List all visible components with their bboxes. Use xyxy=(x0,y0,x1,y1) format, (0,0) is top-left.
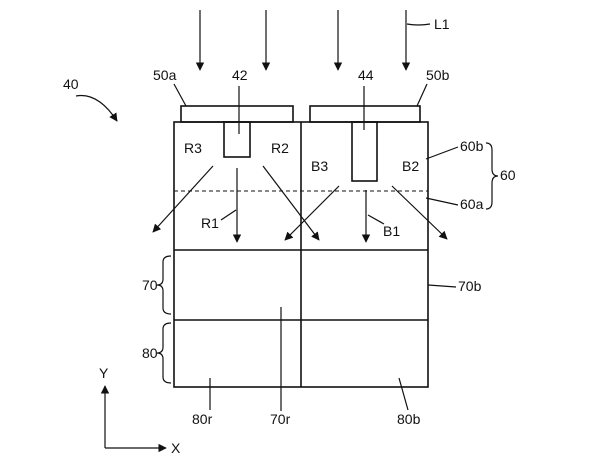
leader-R1 xyxy=(221,210,236,220)
label-B1: B1 xyxy=(383,223,400,239)
label-70: 70 xyxy=(142,277,158,293)
label-70r: 70r xyxy=(270,411,291,427)
blue-rays xyxy=(285,186,447,242)
label-L1: L1 xyxy=(434,16,450,32)
plate-50b xyxy=(310,106,420,122)
element-42 xyxy=(224,122,250,157)
brace-70 xyxy=(157,256,171,314)
ray-B3 xyxy=(285,186,339,240)
leader-60b xyxy=(426,147,458,159)
leader-80b xyxy=(399,378,408,410)
leader-50a xyxy=(174,84,186,106)
label-42: 42 xyxy=(232,67,248,83)
label-40: 40 xyxy=(63,76,79,92)
ray-B2 xyxy=(392,186,447,239)
label-80: 80 xyxy=(142,345,158,361)
label-R3: R3 xyxy=(184,140,202,156)
plate-50a xyxy=(181,106,293,122)
label-R1: R1 xyxy=(201,215,219,231)
label-60: 60 xyxy=(500,167,516,183)
brace-60 xyxy=(486,143,498,209)
label-B2: B2 xyxy=(402,158,419,174)
label-80b: 80b xyxy=(397,411,421,427)
leader-40 xyxy=(76,96,117,121)
leader-B1 xyxy=(368,215,384,224)
label-70b: 70b xyxy=(458,278,482,294)
label-44: 44 xyxy=(358,67,374,83)
leader-70b xyxy=(428,285,456,287)
label-60a: 60a xyxy=(460,196,484,212)
element-44 xyxy=(352,122,377,181)
label-80r: 80r xyxy=(192,411,213,427)
brace-80 xyxy=(157,323,171,383)
label-R2: R2 xyxy=(271,140,289,156)
label-50b: 50b xyxy=(426,67,450,83)
label-B3: B3 xyxy=(311,158,328,174)
leader-50b xyxy=(417,84,427,106)
label-axis-Y: Y xyxy=(99,365,109,381)
leader-L1 xyxy=(407,24,430,25)
ray-R2 xyxy=(263,166,319,240)
label-60b: 60b xyxy=(460,138,484,154)
incident-light-arrows xyxy=(200,10,430,70)
label-50a: 50a xyxy=(153,67,177,83)
label-axis-X: X xyxy=(171,440,181,456)
leader-60a xyxy=(426,198,458,205)
